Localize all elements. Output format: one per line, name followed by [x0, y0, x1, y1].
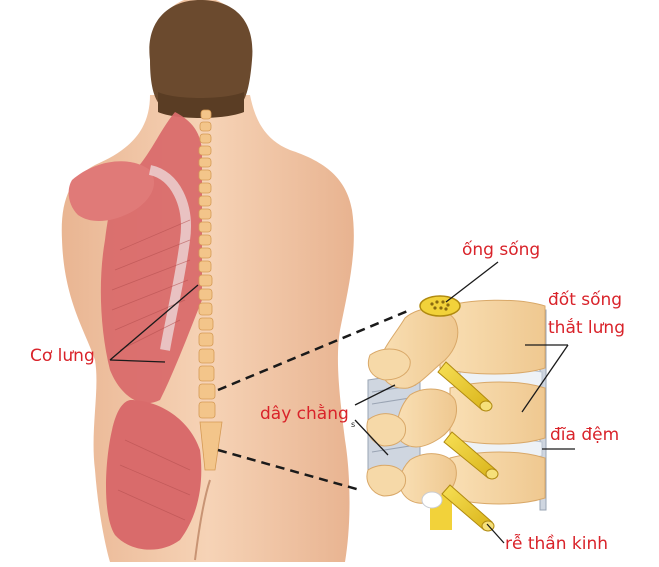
head — [149, 0, 253, 118]
disc-label: đĩa đệm — [550, 425, 620, 445]
small-mark: s — [351, 420, 356, 429]
back-muscle-label: Cơ lưng — [30, 346, 95, 366]
vertebrae-detail — [366, 295, 547, 532]
spine-column — [198, 109, 223, 471]
nerve-roots — [437, 361, 499, 532]
nerve-root-label: rễ thần kinh — [505, 534, 609, 554]
spinal-canal — [419, 295, 461, 317]
lumbar-vertebra-label-line1: đốt sống — [548, 290, 623, 310]
leader-lines — [109, 261, 575, 544]
spinal-canal-label: ống sống — [462, 240, 541, 260]
lumbar-vertebra-label-line2: thắt lưng — [548, 318, 625, 338]
hair — [149, 0, 253, 111]
zoom-lines — [217, 308, 411, 492]
back-muscles — [68, 112, 202, 550]
ligament-label: dây chằng — [260, 404, 349, 424]
